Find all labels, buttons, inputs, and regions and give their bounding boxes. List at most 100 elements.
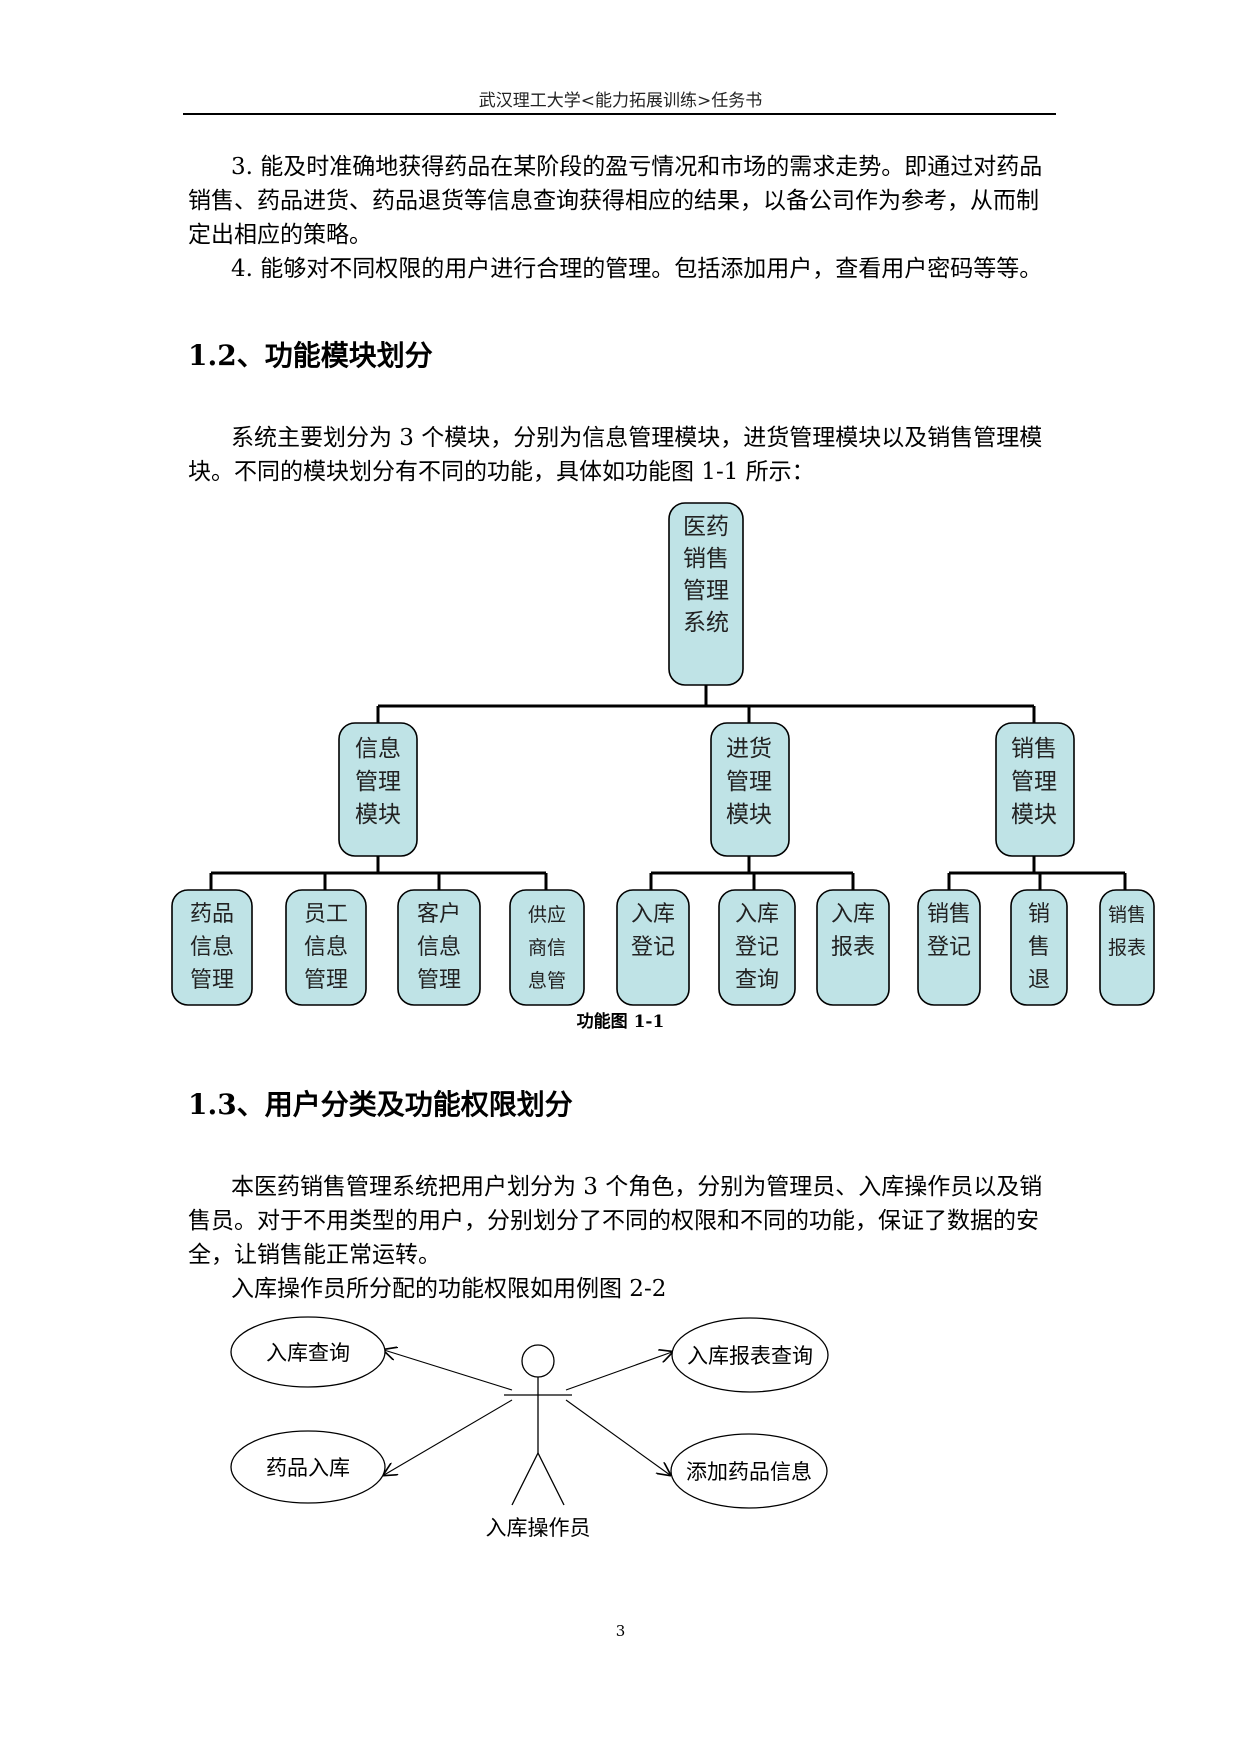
leaf-node-1-2-label-line: 管理 — [304, 968, 348, 993]
leaf-node-2-2-label-line: 登记 — [735, 935, 779, 960]
leaf-node-3-2-box — [1010, 889, 1068, 1006]
section-1-2-heading: 1.2、功能模块划分 — [188, 339, 433, 372]
leaf-node-3-2-label-line: 退 — [1028, 968, 1050, 993]
module-node-2-label-line: 进货 — [726, 736, 772, 762]
root-node-medicine-sales-system-label-line: 医药 — [683, 514, 729, 540]
leaf-node-1-3-label-line: 信息 — [417, 935, 461, 960]
arrow-to-inbound-query — [384, 1350, 513, 1391]
module-node-3-box — [995, 722, 1075, 857]
module-node-1-label-line: 模块 — [355, 802, 401, 828]
leaf-node-3-1-box — [917, 889, 981, 1006]
leaf-node-2-2-label-line: 入库 — [735, 902, 779, 927]
module-node-2-label-line: 模块 — [726, 802, 772, 828]
leaf-node-3-1-label-line: 销售 — [927, 902, 971, 927]
module-node-3: 销售管理模块 — [995, 722, 1075, 857]
root-node-medicine-sales-system: 医药销售管理系统 — [668, 502, 744, 686]
leaf-node-1-4-label-line: 息管 — [528, 970, 566, 992]
module-node-1-label-line: 信息 — [355, 736, 401, 762]
module-node-3-label-line: 销售 — [1011, 736, 1057, 762]
module-node-2-label-line: 管理 — [726, 769, 772, 795]
leaf-node-3-2: 销售退 — [1010, 889, 1068, 1006]
leaf-node-2-2-box — [718, 889, 796, 1006]
leaf-node-2-3: 入库报表 — [816, 889, 890, 1006]
section-1-2-paragraph: 系统主要划分为 3 个模块，分别为信息管理模块，进货管理模块以及销售管理模块。不… — [188, 421, 1048, 489]
diagram-connectors — [209, 685, 1127, 890]
root-node-medicine-sales-system-box — [668, 502, 744, 686]
leaf-node-3-2-label-line: 销 — [1028, 902, 1050, 927]
leaf-node-2-3-box — [816, 889, 890, 1006]
leaf-node-1-4-label-line: 商信 — [528, 937, 566, 959]
leaf-node-1-3-label-line: 客户 — [417, 902, 461, 927]
leaf-node-1-2-box — [285, 889, 367, 1006]
section-1-3-text: 本医药销售管理系统把用户划分为 3 个角色，分别为管理员、入库操作员以及销售员。… — [188, 1174, 1043, 1268]
usecase-add-drug-info-label: 添加药品信息 — [686, 1460, 812, 1484]
arrow-to-inbound-report — [565, 1352, 672, 1391]
usecase-drug-inbound — [230, 1430, 386, 1504]
leaf-node-2-3-label-line: 入库 — [831, 902, 875, 927]
usecase-inbound-query — [230, 1316, 386, 1388]
module-node-3-label-line: 模块 — [1011, 802, 1057, 828]
module-node-2: 进货管理模块 — [710, 722, 790, 857]
leaf-node-1-1-label-line: 药品 — [190, 902, 234, 927]
leaf-node-1-4-label-line: 供应 — [528, 904, 566, 926]
intro-item-4: 4. 能够对不同权限的用户进行合理的管理。包括添加用户，查看用户密码等等。 — [231, 256, 1043, 282]
leaf-node-3-3-label-line: 销售 — [1108, 904, 1146, 926]
usecase-inbound-report-query-label: 入库报表查询 — [687, 1344, 813, 1368]
leaf-node-1-3-box — [397, 889, 481, 1006]
leaf-node-3-3-label-line: 报表 — [1108, 937, 1146, 959]
leaf-node-2-1-box — [616, 889, 690, 1006]
usecase-intro-text: 入库操作员所分配的功能权限如用例图 2-2 — [231, 1276, 667, 1302]
actor — [504, 1344, 572, 1506]
module-node-2-box — [710, 722, 790, 857]
header-rule — [183, 113, 1056, 115]
page-number: 3 — [615, 1622, 626, 1640]
leaf-node-1-2-label-line: 信息 — [304, 935, 348, 960]
root-node-medicine-sales-system-label-line: 销售 — [683, 546, 729, 572]
diagram-caption: 功能图 1-1 — [576, 1012, 665, 1032]
section-1-3-heading: 1.3、用户分类及功能权限划分 — [188, 1088, 573, 1121]
usecase-inbound-report-query — [671, 1317, 829, 1393]
leaf-node-1-2-label-line: 员工 — [304, 902, 348, 927]
arrow-to-drug-inbound — [384, 1399, 513, 1475]
intro-item-3: 3. 能及时准确地获得药品在某阶段的盈亏情况和市场的需求走势。即通过对药品销售、… — [188, 154, 1043, 248]
root-node-medicine-sales-system-label-line: 管理 — [683, 578, 729, 604]
page-header: 武汉理工大学<能力拓展训练>任务书 — [478, 91, 763, 111]
leaf-node-3-2-label-line: 售 — [1028, 935, 1050, 960]
module-node-1-box — [338, 722, 418, 857]
leaf-node-2-3-label-line: 报表 — [831, 935, 875, 960]
module-node-1-label-line: 管理 — [355, 769, 401, 795]
intro-paragraphs: 3. 能及时准确地获得药品在某阶段的盈亏情况和市场的需求走势。即通过对药品销售、… — [188, 150, 1048, 286]
usecase-inbound-query-label: 入库查询 — [266, 1341, 350, 1365]
actor-right-leg — [537, 1452, 565, 1506]
actor-label: 入库操作员 — [486, 1516, 591, 1540]
leaf-node-3-1-label-line: 登记 — [927, 935, 971, 960]
leaf-node-2-1-label-line: 入库 — [631, 902, 675, 927]
leaf-node-1-1-label-line: 信息 — [190, 935, 234, 960]
leaf-node-2-1-label-line: 登记 — [631, 935, 675, 960]
root-node-medicine-sales-system-label-line: 系统 — [683, 610, 729, 636]
section-1-3-paragraphs: 本医药销售管理系统把用户划分为 3 个角色，分别为管理员、入库操作员以及销售员。… — [188, 1170, 1048, 1306]
actor-left-leg — [511, 1452, 539, 1506]
section-1-2-text: 系统主要划分为 3 个模块，分别为信息管理模块，进货管理模块以及销售管理模块。不… — [188, 425, 1043, 485]
module-node-3-label-line: 管理 — [1011, 769, 1057, 795]
diagram-boxes: 医药销售管理系统信息管理模块进货管理模块销售管理模块药品信息管理员工信息管理客户… — [171, 502, 1155, 1006]
leaf-node-1-1-label-line: 管理 — [190, 968, 234, 993]
usecase-drug-inbound-label: 药品入库 — [266, 1456, 350, 1480]
leaf-node-3-3-box — [1099, 889, 1155, 1006]
leaf-node-1-1-box — [171, 889, 253, 1006]
usecase-add-drug-info — [670, 1433, 828, 1509]
arrow-to-add-drug-info — [565, 1399, 670, 1475]
leaf-node-1-4-box — [509, 889, 585, 1006]
actor-head — [521, 1344, 555, 1378]
leaf-node-1-3-label-line: 管理 — [417, 968, 461, 993]
